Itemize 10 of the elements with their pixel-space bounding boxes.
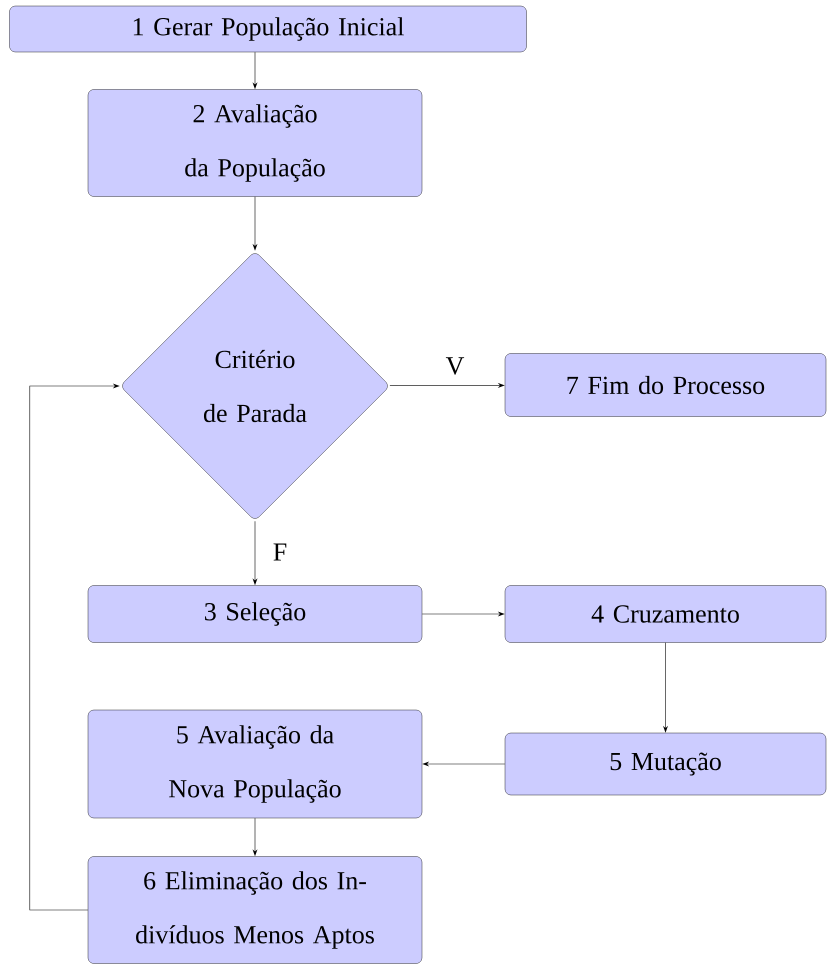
process-box: 2 Avaliação da População [88, 89, 422, 197]
process-box: 3 Seleção [88, 585, 422, 643]
process-box: 5 Avaliação da Nova População [88, 710, 422, 818]
process-box: 7 Fim do Processo [504, 353, 826, 417]
edge-label: V [446, 357, 464, 375]
process-box: 5 Mutação [504, 732, 826, 796]
process-box: 1 Gerar População Inicial [9, 6, 527, 52]
process-box: 4 Cruzamento [504, 585, 826, 643]
process-box: 6 Eliminação dos In- divíduos Menos Aptos [88, 856, 422, 964]
edge-label: F [274, 543, 286, 561]
